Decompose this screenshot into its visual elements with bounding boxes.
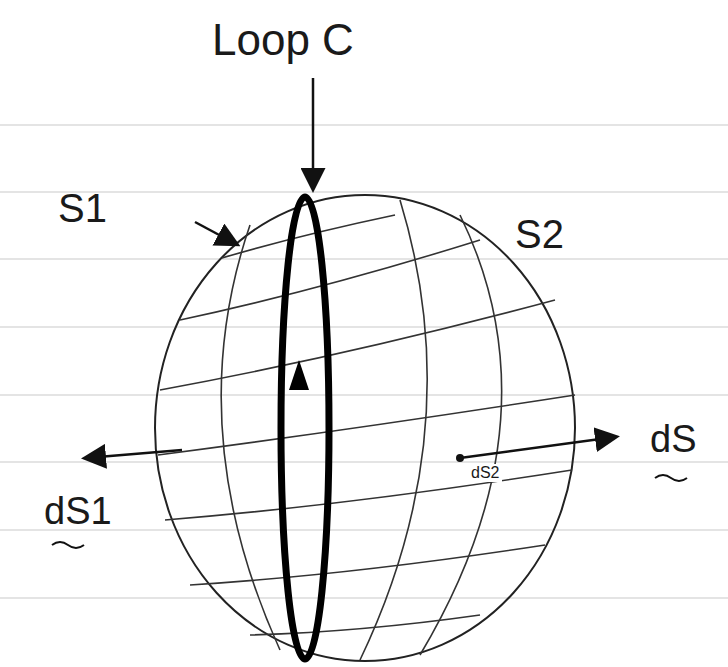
surface-label: S2: [515, 214, 564, 254]
vector-tildes: [52, 475, 687, 548]
loop-direction-arrow: [289, 360, 309, 390]
sphere-grid: [158, 200, 575, 660]
leader-arrows: [86, 78, 615, 458]
loop-c: [281, 197, 329, 659]
vector-label: dS1: [44, 492, 112, 530]
loop-label: Loop C: [212, 18, 354, 62]
vector-label: dS2: [468, 464, 502, 482]
sphere-outline: [155, 195, 575, 661]
surface-label: S1: [58, 188, 107, 228]
vector-label: dS: [650, 420, 696, 458]
